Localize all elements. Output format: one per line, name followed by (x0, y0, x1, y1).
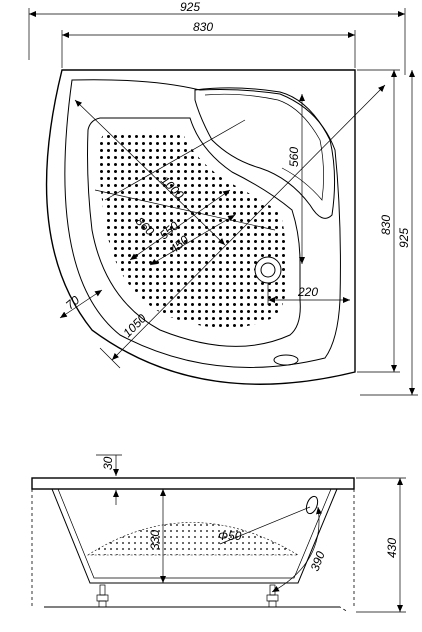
dim-330: 330 (148, 530, 162, 550)
dim-70: 70 (63, 293, 82, 313)
dim-1050: 1050 (120, 311, 149, 340)
dim-430: 430 (385, 538, 399, 558)
tub-outer-contour (45, 69, 356, 385)
anti-slip-floor (99, 132, 286, 328)
drain-outer (254, 256, 282, 284)
dim-925-right: 925 (397, 228, 411, 248)
leg-left-foot (96, 594, 109, 602)
dim-390: 390 (308, 549, 328, 573)
leg-left-base (98, 600, 107, 608)
side-view: 30 330 Φ50 390 430 (31, 454, 406, 613)
leg-right-foot (266, 594, 279, 602)
overflow-hole (273, 354, 299, 366)
dim-925-top: 925 (180, 0, 200, 14)
side-rim (31, 477, 355, 490)
dim-830-top: 830 (193, 20, 213, 34)
dim-30: 30 (101, 456, 115, 470)
dim-560: 560 (287, 147, 301, 167)
dim-220: 220 (297, 285, 318, 299)
top-view: 925 830 830 925 560 220 1000 860 550 450 (28, 0, 418, 396)
dim-phi50: Φ50 (218, 529, 242, 543)
leg-left (99, 584, 106, 596)
dim-830-right: 830 (379, 215, 393, 235)
leg-right (269, 584, 276, 596)
leg-right-base (268, 600, 277, 608)
side-floor-hump (86, 522, 300, 556)
overflow-fitting (305, 495, 319, 515)
